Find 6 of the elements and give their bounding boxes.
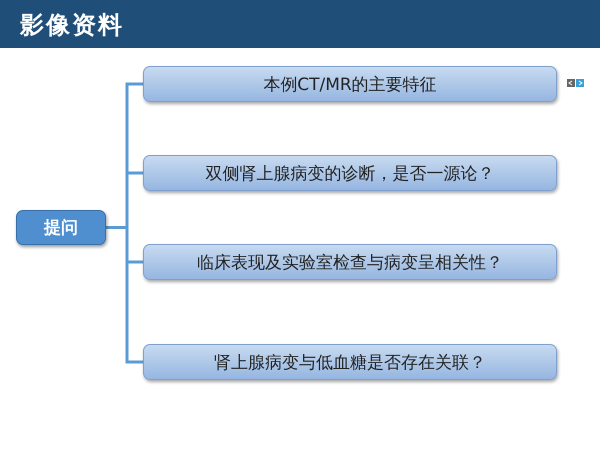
slide-title: 影像资料	[20, 9, 124, 41]
question-box: 双侧肾上腺病变的诊断，是否一源论？	[143, 155, 557, 191]
topic-box: 提问	[16, 210, 106, 245]
question-box: 临床表现及实验室检查与病变呈相关性？	[143, 244, 557, 280]
question-box: 肾上腺病变与低血糖是否存在关联？	[143, 344, 557, 380]
question-box: 本例CT/MR的主要特征	[143, 66, 557, 102]
